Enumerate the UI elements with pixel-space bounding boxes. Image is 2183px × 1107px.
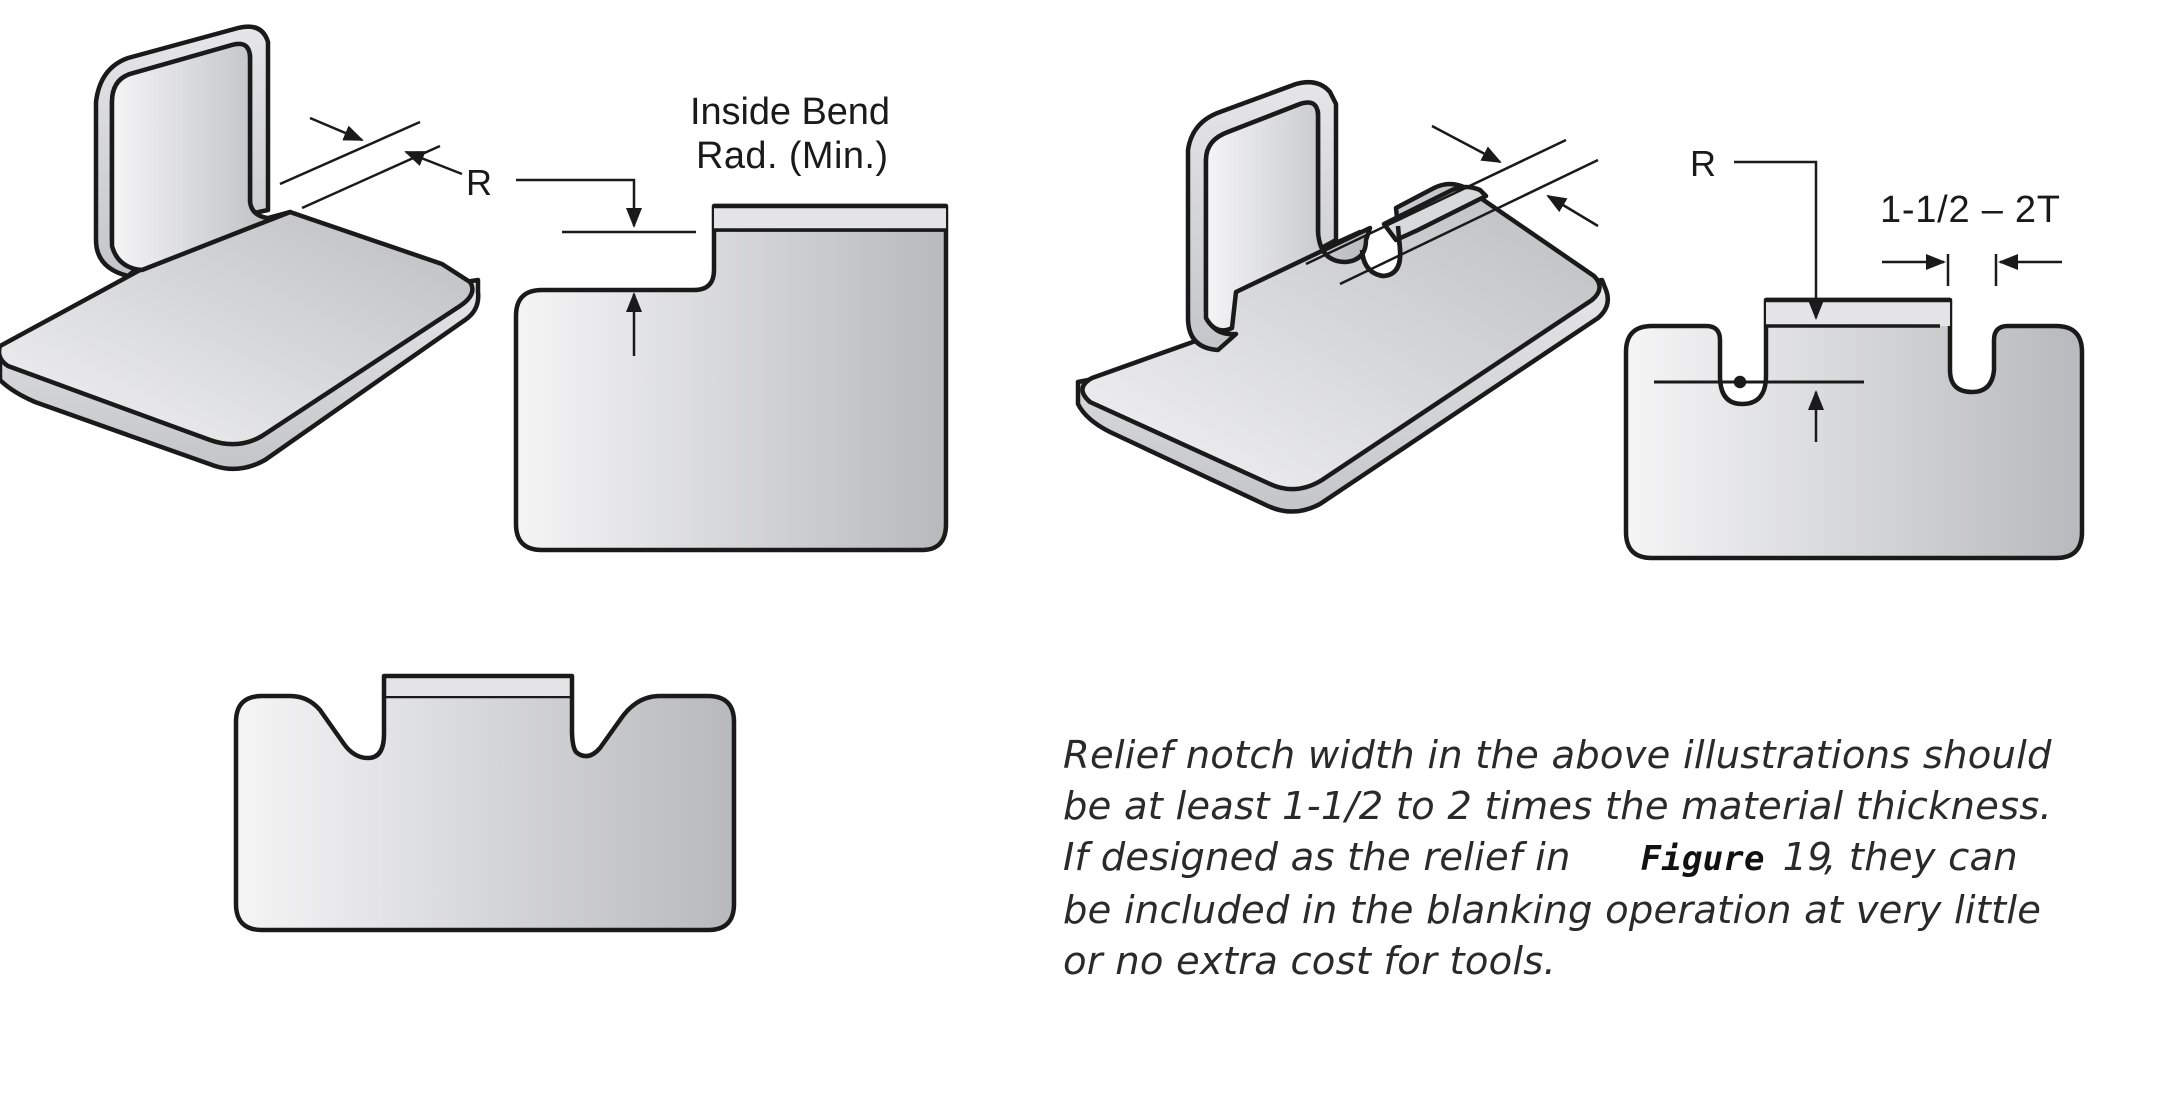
notch-dimensions [1654, 160, 2062, 442]
caption-line-1: Relief notch width in the above illustra… [1063, 733, 2052, 778]
caption-line-3-start: If designed as the relief in [1063, 835, 1571, 880]
bend-radius-dimension [516, 178, 696, 356]
bent-bracket-isometric-left [0, 24, 481, 472]
flat-blank-u-notches [1623, 297, 2085, 561]
flat-blank-step [513, 203, 949, 553]
caption-line-3-end: , they can [1824, 835, 2018, 880]
bend-radius-title-line2: Rad. (Min.) [696, 135, 888, 177]
caption-line-5: or no extra cost for tools. [1063, 939, 1556, 984]
caption-line-3: If designed as the relief in Figure 19, th… [1063, 832, 2143, 885]
radius-dimension-left-iso [279, 116, 463, 210]
flat-blank-v-notches [233, 673, 737, 933]
figure-reference-word: Figure [1640, 839, 1765, 879]
notch-width-label: 1-1/2 – 2T [1880, 189, 2060, 231]
bent-bracket-relief-notch-iso [1075, 80, 1610, 514]
caption-line-4: be included in the blanking operation at… [1063, 888, 2042, 933]
caption-text: Relief notch width in the above illustra… [1063, 730, 2143, 987]
radius-label-right: R [1690, 143, 1716, 184]
figure-reference-number: 19 [1782, 835, 1833, 880]
radius-label-left: R [466, 162, 492, 203]
bend-radius-title-line1: Inside Bend [690, 91, 890, 133]
radius-dimension-right-iso [1305, 124, 1599, 286]
caption-line-2: be at least 1-1/2 to 2 times the materia… [1063, 784, 2052, 829]
